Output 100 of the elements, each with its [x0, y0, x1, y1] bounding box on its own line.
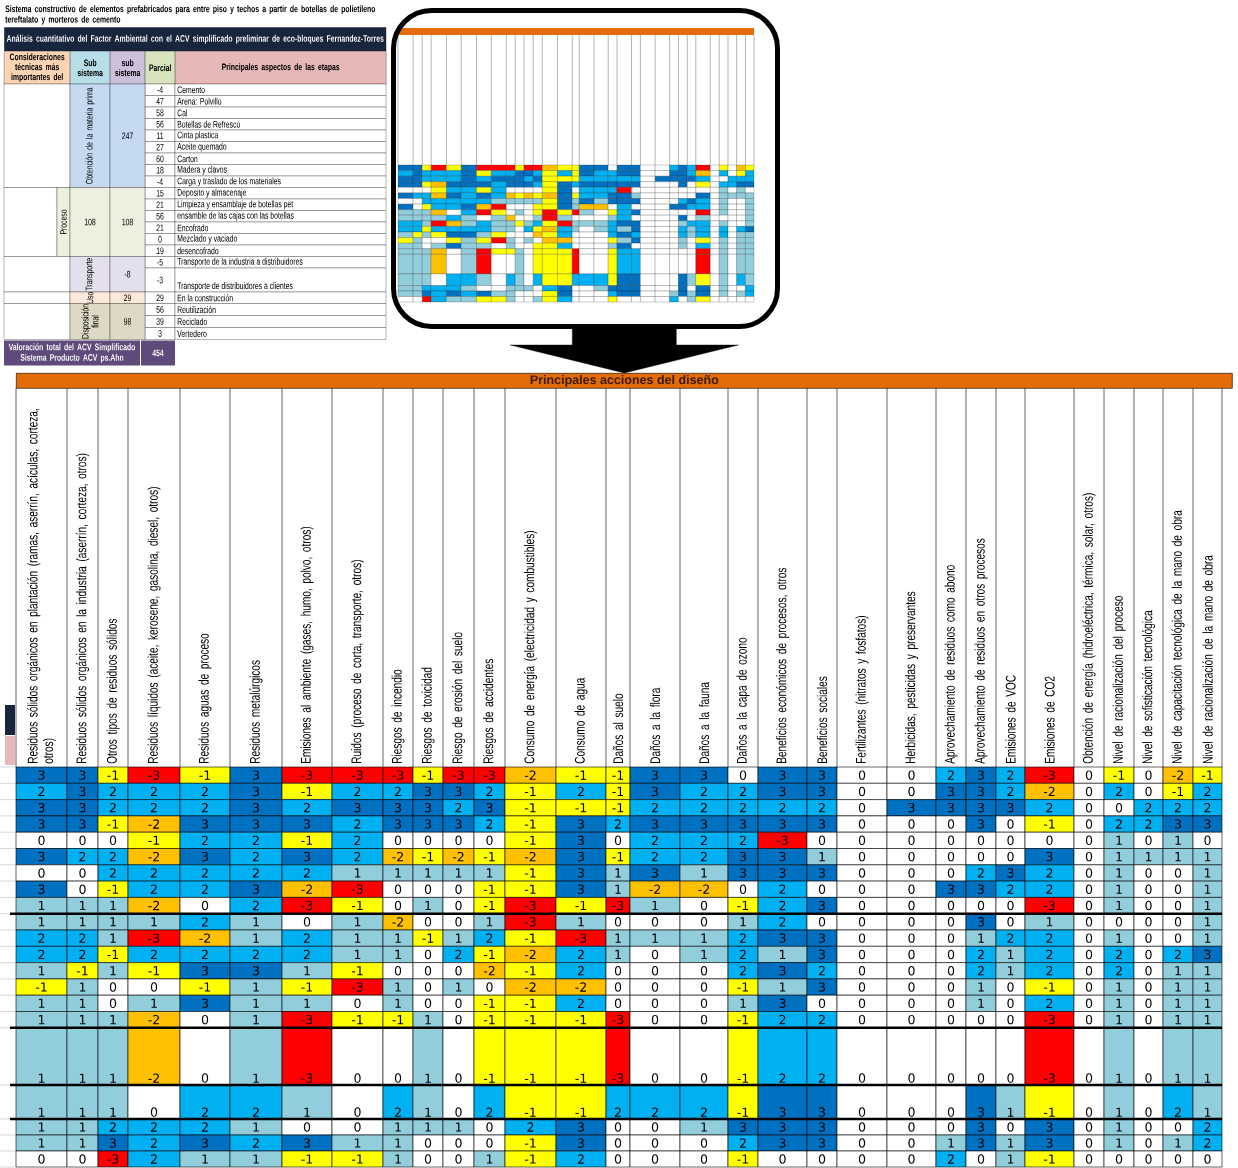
table-cell: 2	[727, 929, 759, 947]
table-cell: 56	[144, 210, 176, 223]
table-cell: 1	[473, 1150, 506, 1168]
table-cell: 29	[144, 291, 176, 304]
table-cell: -1	[127, 962, 181, 980]
column-header: Residuos metalúrgicos	[249, 660, 263, 763]
table-cell: -2	[442, 848, 475, 866]
table-cell: 1	[66, 897, 99, 914]
table-cell: 0	[679, 897, 729, 914]
table-cell: -1	[727, 1150, 759, 1168]
table-cell: 27	[144, 141, 176, 154]
table-cell: 0	[412, 946, 444, 963]
table-cell: 1	[66, 994, 99, 1012]
table-cell: 2	[935, 1150, 967, 1168]
table-cell: 2	[555, 962, 607, 980]
table-cell: 3	[1024, 848, 1075, 866]
table-cell: 3	[965, 766, 997, 784]
table-cell: -1	[97, 880, 129, 898]
table-cell: 0	[679, 1134, 729, 1152]
table-cell: 2	[806, 1011, 838, 1029]
table-cell: 3	[555, 831, 607, 849]
table-cell: 0	[1133, 831, 1164, 849]
header-band: Principales acciones del diseño	[16, 373, 1233, 389]
table-cell: 2	[629, 799, 681, 817]
table-cell: 2	[1024, 946, 1075, 963]
table-cell: 1	[382, 1150, 414, 1168]
table-cell: 3	[1192, 815, 1223, 833]
table-cell: 1	[331, 1134, 384, 1152]
table-cell: 2	[1024, 929, 1075, 947]
table-cell: 2	[727, 1134, 759, 1152]
table-cell: 3	[965, 815, 997, 833]
table-cell: 2	[1162, 799, 1194, 817]
table-cell: -4	[144, 175, 176, 188]
table-cell: -1	[127, 831, 181, 849]
column-header: Nivel de capacitación tecnológica de la mano de obra	[1171, 510, 1185, 763]
table-cell: 2	[757, 897, 808, 914]
table-cell: 2	[629, 831, 681, 849]
table-cell: -1	[1024, 1084, 1075, 1120]
table-cell: -1	[97, 815, 129, 833]
table-cell: 0	[412, 994, 444, 1012]
table-cell: 39	[144, 315, 176, 328]
table-cell: 0	[144, 233, 176, 246]
table-cell: -1	[473, 848, 506, 866]
table-cell: 1	[995, 946, 1026, 963]
table-cell: 2	[605, 815, 631, 833]
column-header: Obtención de energía (hidroeléctrica, térmica, solar, otros)	[1082, 493, 1096, 764]
table-cell: 0	[935, 978, 967, 996]
table-cell: 3	[179, 962, 231, 980]
table-cell: 0	[15, 1150, 68, 1168]
table-cell: 2	[127, 799, 181, 817]
table-cell: 3	[1024, 1134, 1075, 1152]
column-header: Nivel de sofisticación tecnológica	[1141, 610, 1156, 763]
table-cell: 3	[15, 848, 68, 866]
table-cell: -1	[504, 880, 557, 898]
table-cell: 0	[66, 831, 99, 849]
table-cell: 58	[144, 106, 176, 119]
table-cell: 1	[15, 962, 68, 980]
table-cell: 2	[1133, 815, 1164, 833]
table-cell: 2	[1103, 815, 1135, 833]
table-cell: 1	[1192, 897, 1223, 914]
table-cell: 0	[836, 766, 888, 784]
table-cell: 2	[97, 848, 129, 866]
table-cell: 1	[15, 1134, 68, 1152]
table-cell: -3	[331, 978, 384, 996]
table-cell: -5	[144, 256, 176, 269]
table-cell: 3	[555, 1134, 607, 1152]
table-cell: 1	[281, 962, 333, 980]
table-cell: 2	[473, 929, 506, 947]
table-cell: 1	[1162, 831, 1194, 849]
table-cell: 3	[757, 783, 808, 800]
table-cell: 1	[281, 1084, 333, 1120]
table-cell: 0	[995, 815, 1026, 833]
table-cell: 0	[679, 994, 729, 1012]
table-cell: 0	[965, 897, 997, 914]
table-cell: 1	[331, 929, 384, 947]
table-cell: -1	[1024, 1150, 1075, 1168]
table-cell: 3	[229, 880, 283, 898]
table-cell: -2	[127, 848, 181, 866]
table-cell: -1	[555, 897, 607, 914]
table-cell: -1	[504, 783, 557, 800]
table-cell: 2	[97, 783, 129, 800]
table-cell: 1	[97, 1084, 129, 1120]
table-cell: 0	[1073, 1011, 1105, 1029]
table-cell: 2	[66, 929, 99, 947]
table-cell: 0	[679, 1011, 729, 1029]
table-cell: -2	[473, 962, 506, 980]
table-cell: 0	[473, 978, 506, 996]
table-cell: 3	[97, 1134, 129, 1152]
table-cell: 0	[1073, 994, 1105, 1012]
table-cell: 0	[995, 848, 1026, 866]
table-cell: 0	[1162, 929, 1194, 947]
table-cell: 0	[1024, 831, 1075, 849]
column-header: Aprovechamiento de residuos en otros procesos	[974, 538, 988, 764]
table-cell: 11	[144, 129, 176, 142]
table-cell: 0	[1073, 766, 1105, 784]
table-cell: 0	[935, 929, 967, 947]
table-cell: 2	[127, 1150, 181, 1168]
table-cell: 1	[15, 994, 68, 1012]
table-cell: 1	[97, 897, 129, 914]
column-header: sub sistema	[110, 51, 146, 85]
